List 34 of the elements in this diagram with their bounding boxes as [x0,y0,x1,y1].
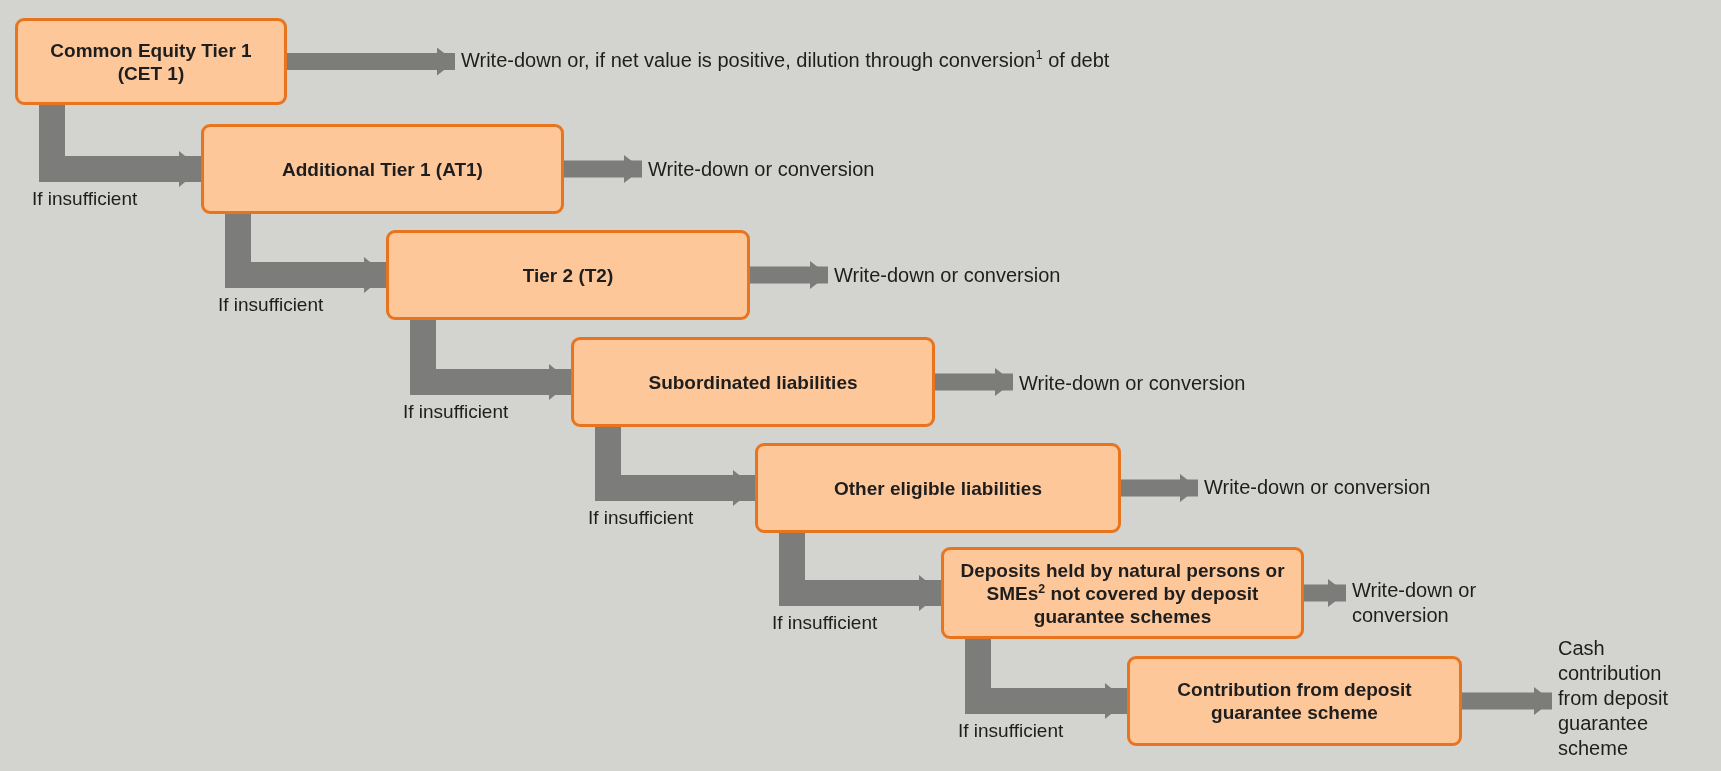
process-box [571,337,935,427]
block-arrow [287,47,455,76]
outcome-text: Write-down or, if net value is positive, dilution through conversion$^{1}$ of debt [461,48,1110,73]
elbow-arrow [595,427,755,506]
block-arrow [1304,579,1346,607]
outcome-text: Write-down or conversion [1204,475,1431,500]
process-box [201,124,564,214]
box-label: Common Equity Tier 1 (CET 1) [49,38,253,85]
outcome-text: Write-down or conversion [834,263,1061,288]
box-label: Other eligible liabilities [834,476,1042,500]
elbow-arrow [965,639,1127,719]
outcome-text: Write-down or conversion [1352,578,1502,628]
box-label: Subordinated liabilities [648,370,858,394]
elbow-arrow [410,320,571,400]
block-arrow [1462,687,1552,715]
process-box [755,443,1121,533]
outcome-text: Cash contribution from deposit guarantee scheme [1558,636,1698,761]
outcome-text: Write-down or conversion [1019,371,1246,396]
block-arrow [1121,474,1198,502]
box-label: Additional Tier 1 (AT1) [282,157,483,181]
elbow-arrow [39,105,201,187]
process-box [941,547,1304,639]
elbow-arrow [779,533,941,611]
block-arrow [750,261,828,289]
box-label: Tier 2 (T2) [522,263,614,287]
process-box [1127,656,1462,746]
process-box [386,230,750,320]
box-label: Contribution from deposit guarantee scheme [1176,678,1413,724]
box-label: Deposits held by natural persons or SMEs$^{2}$ not covered by deposit guarantee schemes [959,558,1286,628]
block-arrow [935,368,1013,396]
block-arrow [564,155,642,183]
outcome-text: Write-down or conversion [648,157,875,182]
elbow-arrow [225,214,386,293]
process-box [15,18,287,105]
